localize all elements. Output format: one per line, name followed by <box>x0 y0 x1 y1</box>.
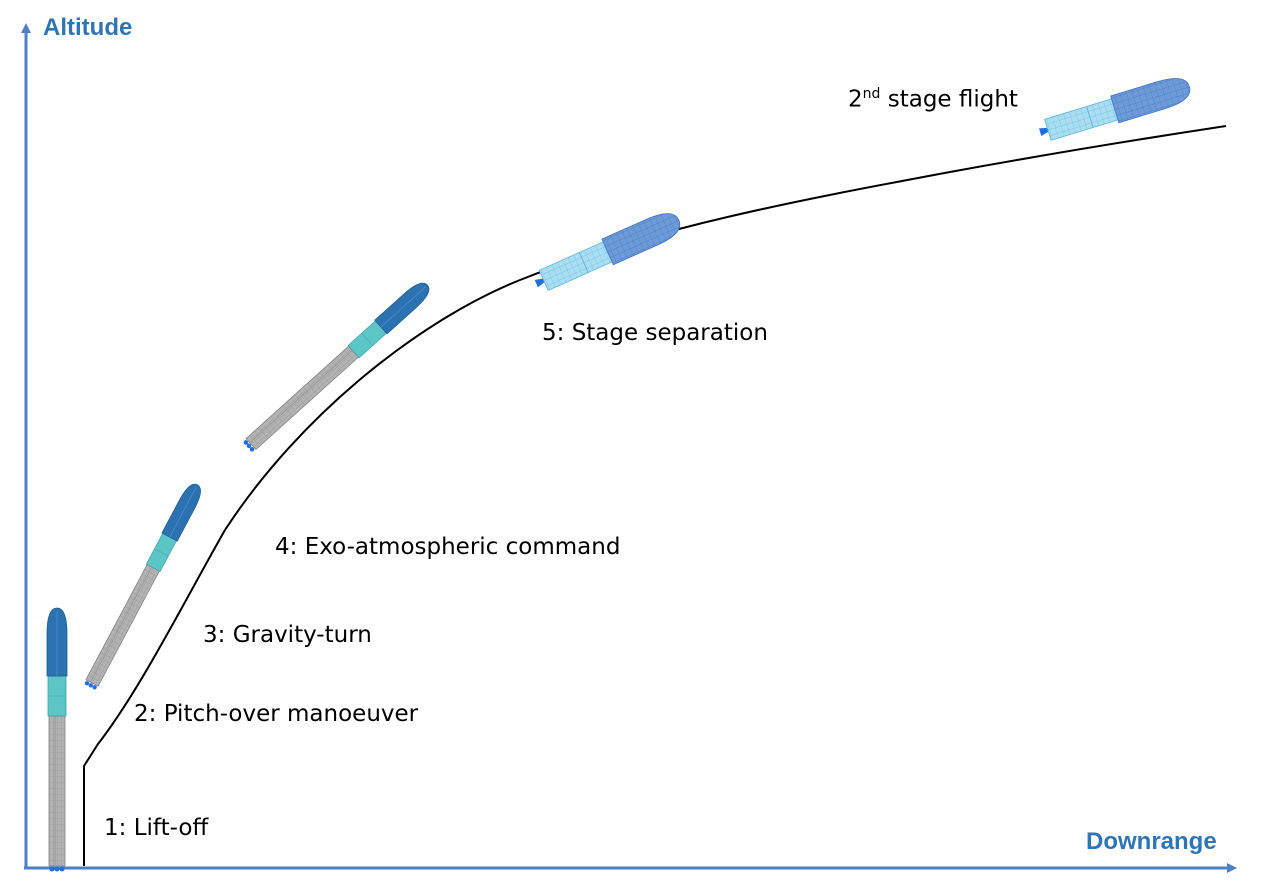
second-stage-text: stage flight <box>880 86 1018 113</box>
rocket-pitch-over <box>81 480 206 692</box>
downrange-axis-title: Downrange <box>1086 828 1217 855</box>
rocket-gravity-turn <box>240 277 435 455</box>
rocket-lift-off <box>46 607 68 872</box>
altitude-axis-title: Altitude <box>43 14 133 41</box>
trajectory-curve <box>83 125 1227 866</box>
phase-label-pitch-over: 2: Pitch-over manoeuver <box>134 701 419 727</box>
phase-label-exo-command: 4: Exo-atmospheric command <box>275 534 621 560</box>
rocket-stage-separation <box>530 206 685 297</box>
phase-label-second-stage-flight: 2nd stage flight <box>848 86 1018 113</box>
phase-label-lift-off: 1: Lift-off <box>104 815 209 841</box>
second-stage-number: 2 <box>848 86 863 113</box>
phase-label-gravity-turn: 3: Gravity-turn <box>203 622 372 648</box>
phase-label-stage-separation: 5: Stage separation <box>542 320 768 346</box>
second-stage-ordinal: nd <box>862 86 881 102</box>
